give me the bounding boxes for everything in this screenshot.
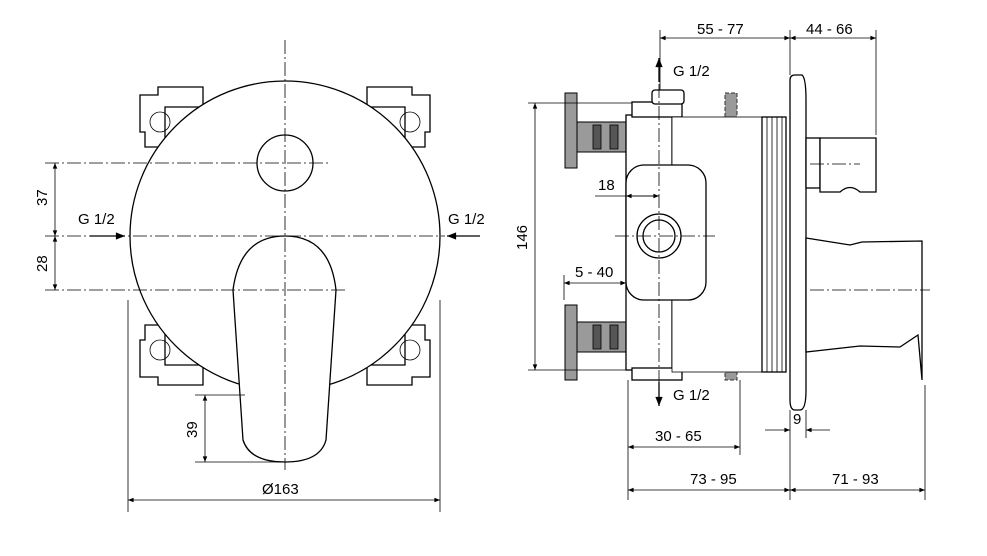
- diverter-knob-side: [819, 137, 877, 193]
- lever-handle-side: [805, 237, 923, 381]
- dim-9: 9: [793, 411, 801, 428]
- dim-5-40: 5 - 40: [575, 264, 613, 281]
- label-connection-left: G 1/2: [78, 211, 115, 228]
- label-connection-top: G 1/2: [673, 63, 710, 80]
- side-view: G 1/2 G 1/2 55 - 77 44 - 66 146 18 5 - 4…: [514, 21, 930, 500]
- dim-44-66: 44 - 66: [806, 21, 853, 38]
- dim-30-65: 30 - 65: [655, 428, 702, 445]
- dim-146: 146: [514, 225, 531, 250]
- cover-plate-side: [789, 74, 807, 411]
- thread: [761, 116, 787, 373]
- dim-diameter: Ø163: [262, 481, 299, 498]
- dim-37: 37: [34, 189, 51, 206]
- dim-18: 18: [598, 177, 615, 194]
- dim-55-77: 55 - 77: [697, 21, 744, 38]
- label-connection-right: G 1/2: [448, 211, 485, 228]
- dim-39: 39: [184, 421, 201, 438]
- front-view: G 1/2 G 1/2 37 28 39 Ø163: [34, 40, 485, 512]
- dim-73-95: 73 - 95: [690, 471, 737, 488]
- dim-28: 28: [34, 255, 51, 272]
- label-connection-bottom: G 1/2: [673, 387, 710, 404]
- lever-handle: [232, 235, 337, 463]
- dim-71-93: 71 - 93: [832, 471, 879, 488]
- mounting-brackets: [139, 86, 431, 386]
